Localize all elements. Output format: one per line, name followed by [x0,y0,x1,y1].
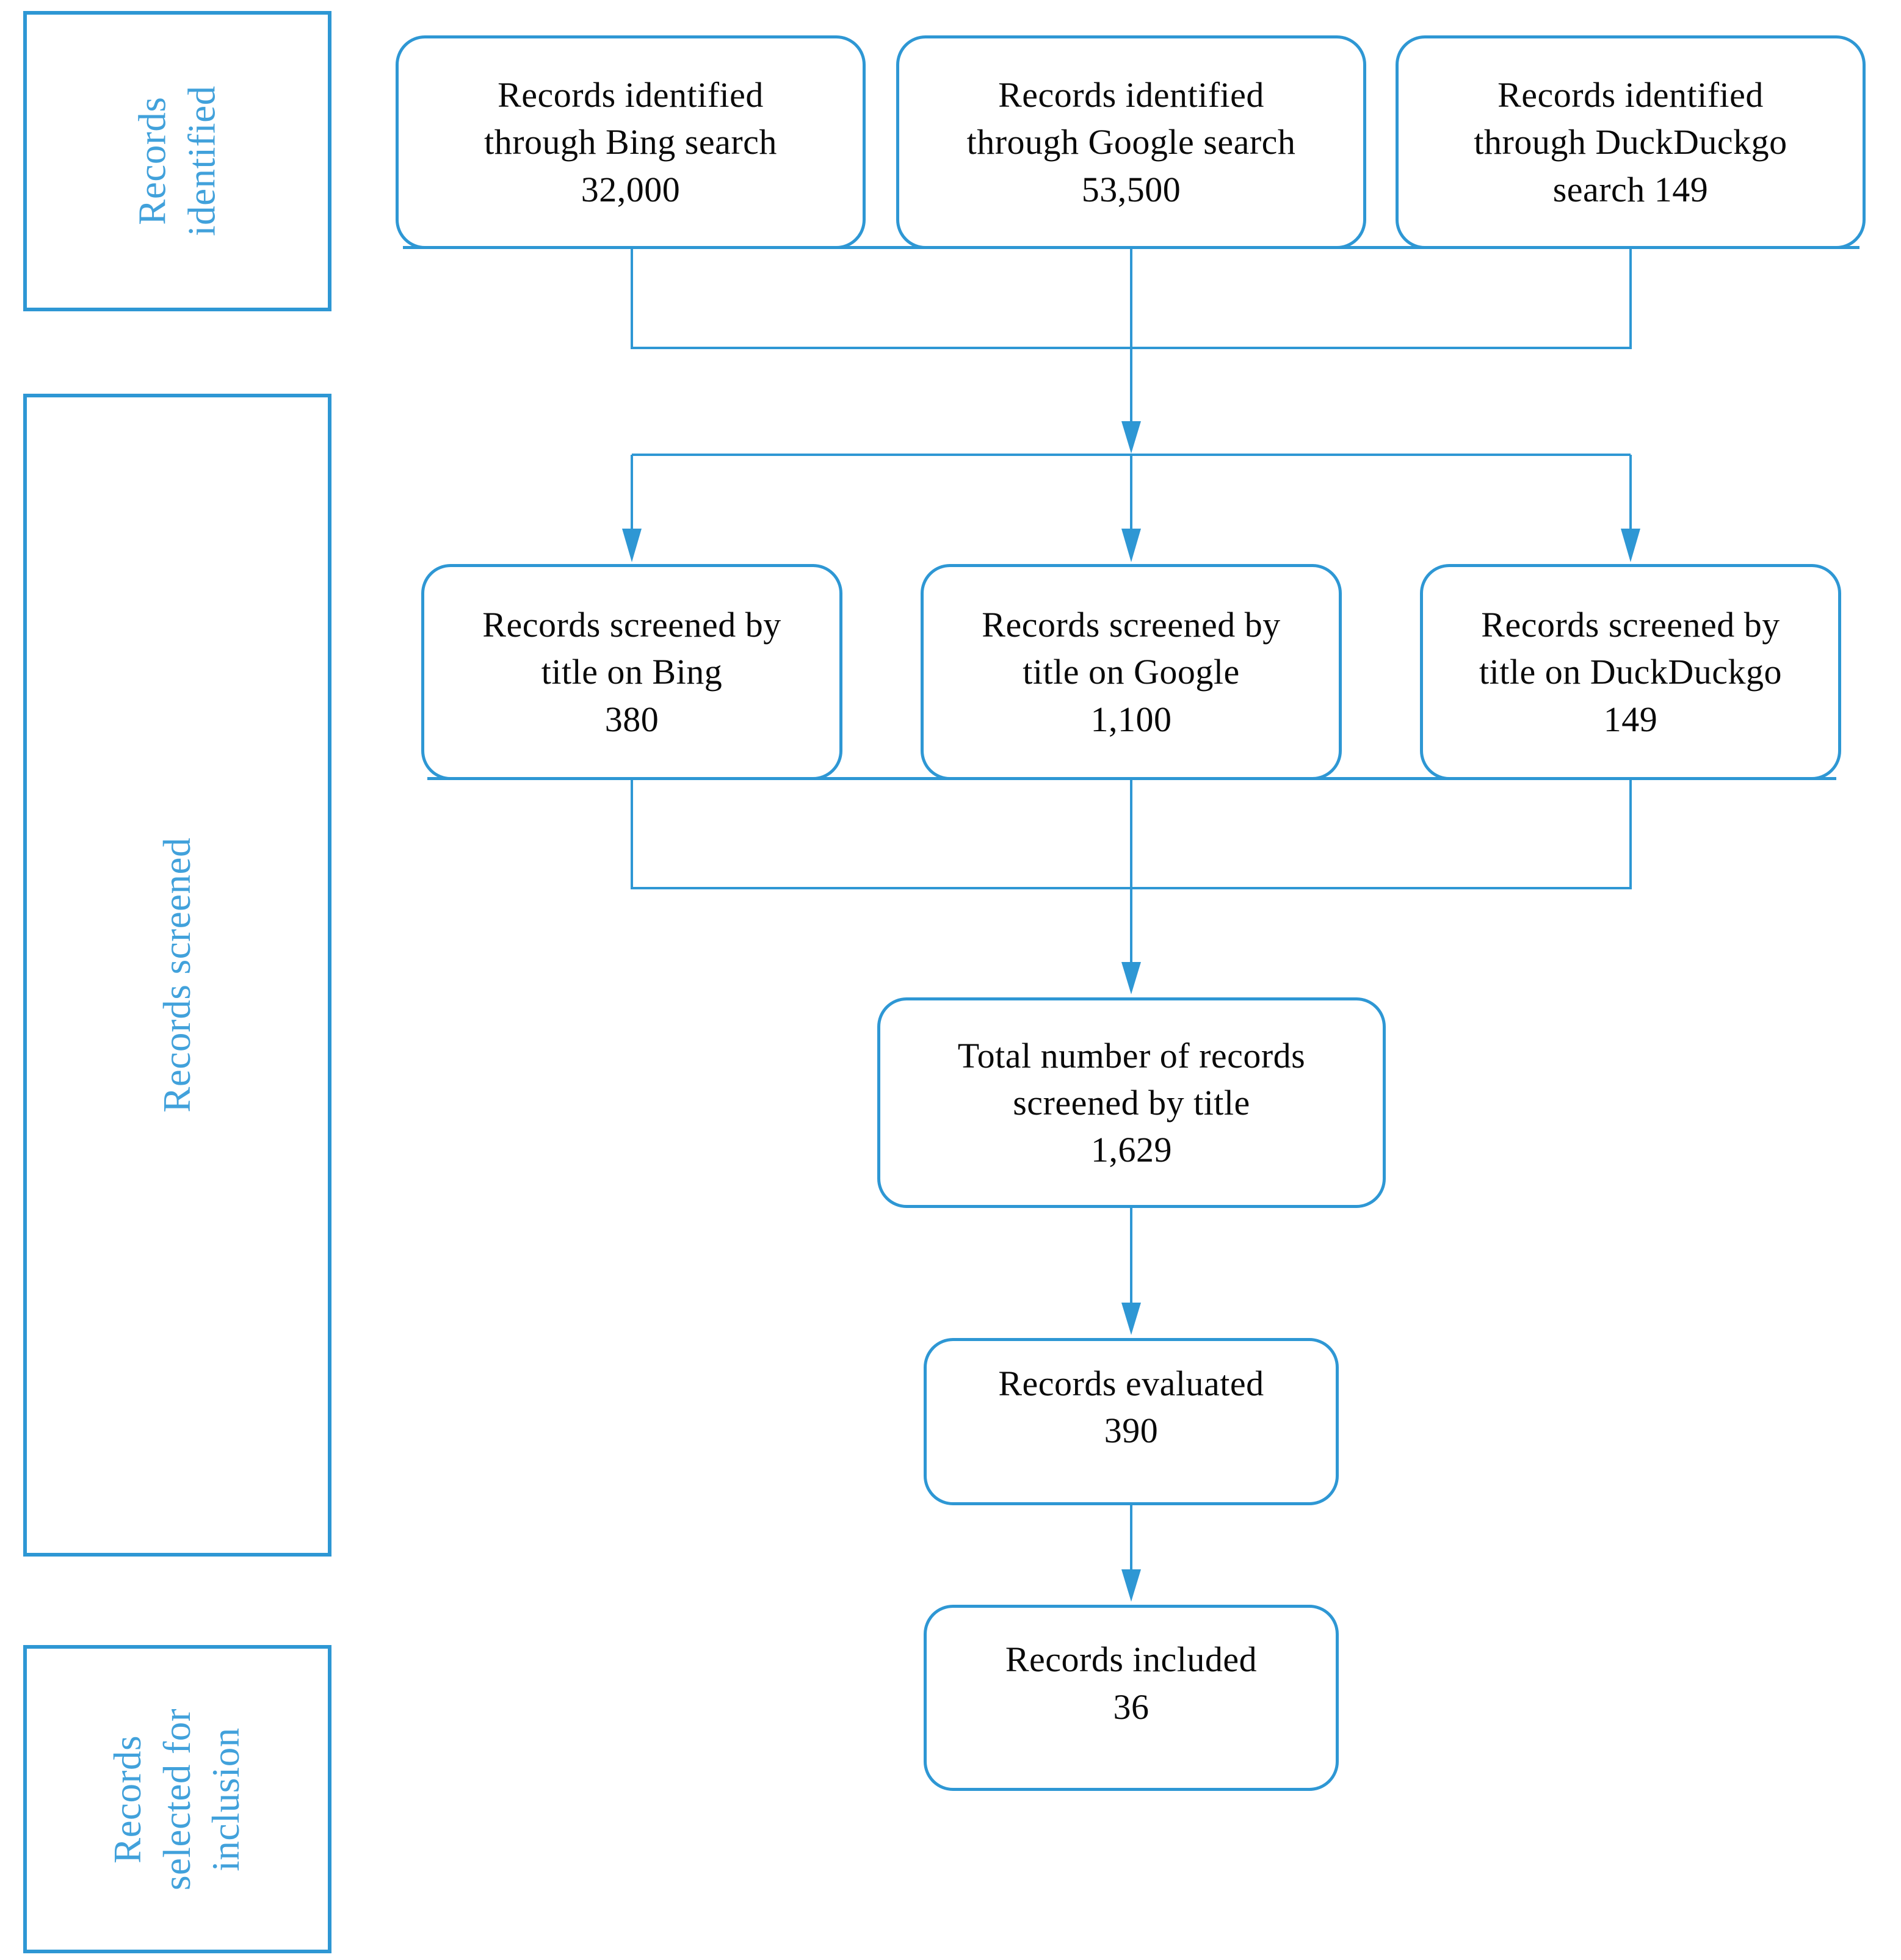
stage-label-records-identified: Records identified [131,85,223,237]
node-screened-google: Records screened by title on Google 1,10… [921,564,1342,780]
arrowhead-screened-duckduckgo [1621,529,1640,562]
node-evaluated-text: Records evaluated 390 [998,1363,1264,1450]
node-identified-google-text: Records identified through Google search… [966,75,1296,209]
arrowhead-into-included [1121,1569,1141,1602]
node-screened-bing: Records screened by title on Bing 380 [421,564,842,780]
node-screened-bing-text: Records screened by title on Bing 380 [482,605,781,739]
node-total-screened-text: Total number of records screened by titl… [957,1035,1306,1170]
stage-box-records-selected: Records selected for inclusion [23,1645,331,1953]
arrowhead-into-evaluated [1121,1303,1141,1335]
node-screened-google-text: Records screened by title on Google 1,10… [982,605,1281,739]
node-included: Records included 36 [924,1605,1339,1791]
arrowhead-screened-google [1121,529,1141,562]
stage-label-records-selected: Records selected for inclusion [106,1708,248,1890]
stage-box-records-screened: Records screened [23,394,331,1557]
arrowhead-into-distributor [1121,421,1141,454]
stage-box-records-identified: Records identified [23,11,331,311]
node-screened-duckduckgo-text: Records screened by title on DuckDuckgo … [1479,605,1782,739]
node-included-text: Records included 36 [1005,1640,1258,1727]
arrowhead-screened-bing [622,529,642,562]
node-total-screened: Total number of records screened by titl… [877,997,1386,1208]
node-identified-bing-text: Records identified through Bing search 3… [484,75,777,209]
node-identified-google: Records identified through Google search… [896,35,1366,249]
node-identified-duckduckgo-text: Records identified through DuckDuckgo se… [1474,75,1787,209]
node-identified-bing: Records identified through Bing search 3… [396,35,866,249]
node-evaluated: Records evaluated 390 [924,1338,1339,1505]
arrowhead-into-total [1121,962,1141,994]
node-screened-duckduckgo: Records screened by title on DuckDuckgo … [1420,564,1841,780]
node-identified-duckduckgo: Records identified through DuckDuckgo se… [1396,35,1866,249]
stage-label-records-screened: Records screened [156,837,199,1113]
